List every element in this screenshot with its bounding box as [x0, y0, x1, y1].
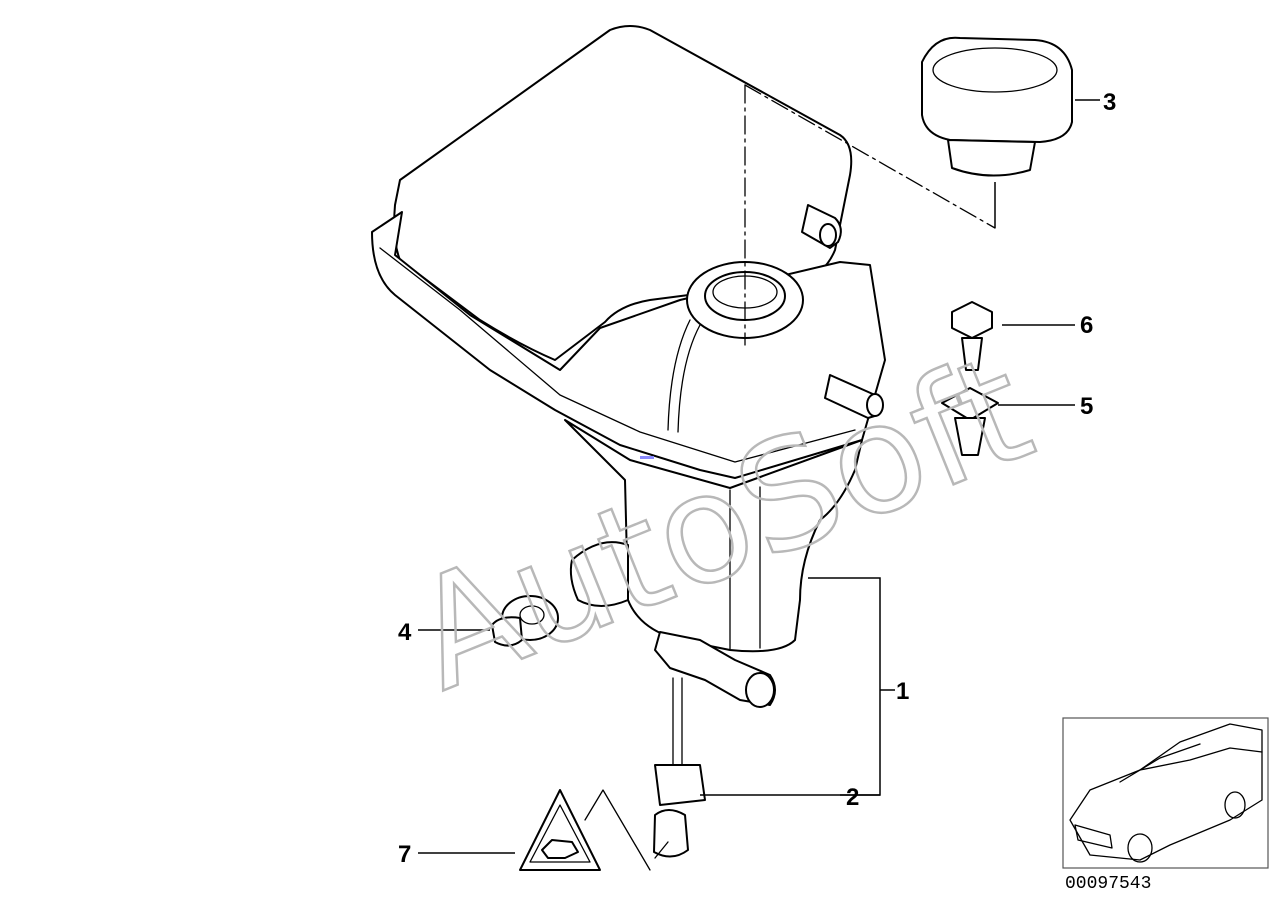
thumbnail-frame: [1062, 717, 1269, 869]
car-grille: [1074, 824, 1113, 849]
nut-plate: [941, 387, 999, 421]
grommet-hole: [519, 605, 545, 625]
cap-top-ring: [932, 47, 1058, 93]
sensor-rod: [672, 677, 683, 766]
callout-1: 1: [896, 678, 909, 705]
leader-1: [700, 577, 881, 796]
car-front-wheel: [1127, 833, 1153, 863]
clip-nut: [941, 387, 999, 456]
flange-edge: [379, 247, 856, 463]
cap-top: [921, 36, 1073, 143]
leader-lines: [418, 99, 1100, 854]
callout-3: 3: [1103, 89, 1116, 116]
warning-triangle-inner: [529, 804, 591, 863]
level-sensor: [653, 677, 706, 859]
sensor-arrow: [654, 841, 669, 859]
overflow-tube-2: [677, 324, 701, 433]
warning-symbol: [541, 839, 579, 859]
grommet-body: [491, 616, 523, 647]
expansion-tank: [371, 25, 996, 708]
car-roof: [1139, 747, 1263, 771]
bottom-outlet-end: [745, 672, 775, 708]
label-pointer: [584, 789, 651, 871]
car-rear-wheel: [1224, 791, 1246, 819]
cap: [921, 36, 1073, 228]
cap-thread: [947, 139, 1036, 177]
sensor-plug: [653, 809, 689, 858]
mid-nozzle-end: [866, 393, 884, 417]
grommet: [491, 595, 559, 647]
warning-triangle: [519, 789, 601, 871]
screw: [951, 301, 993, 371]
screw-head: [951, 301, 993, 339]
screw-shaft: [961, 337, 983, 371]
cap-leader-dashdot: [744, 84, 996, 229]
overflow-tube: [667, 319, 691, 431]
tank-flange: [371, 211, 886, 479]
sensor-body: [654, 764, 706, 806]
tank-side-stub: [569, 541, 629, 607]
tank-body: [564, 419, 863, 653]
reference-number: 00097543: [1065, 874, 1151, 894]
upper-nozzle-end: [819, 223, 837, 247]
callout-4: 4: [398, 619, 412, 646]
watermark-dot: [640, 456, 654, 459]
callout-7: 7: [398, 841, 411, 868]
car-thumbnail: [1062, 717, 1269, 869]
callout-5: 5: [1080, 393, 1093, 420]
callout-2: 2: [846, 784, 859, 811]
car-body: [1069, 723, 1263, 861]
callout-6: 6: [1080, 312, 1093, 339]
car-windshield: [1119, 743, 1201, 783]
warning-label: [519, 789, 651, 871]
nut-legs: [954, 417, 986, 456]
